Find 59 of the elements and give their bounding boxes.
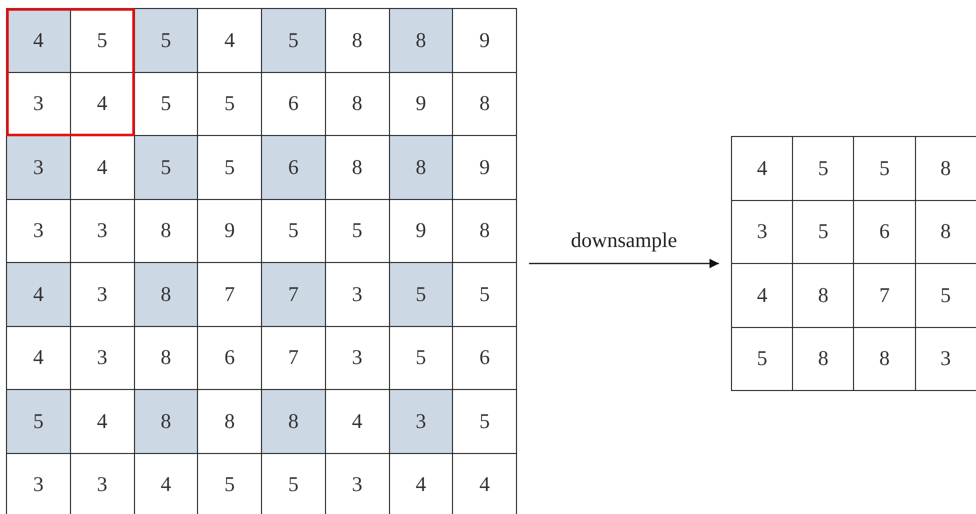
grid-cell: 8 [793, 328, 854, 391]
grid-cell: 5 [134, 136, 198, 200]
grid-cell: 4 [732, 264, 794, 328]
grid-cell: 5 [198, 72, 262, 136]
grid-cell: 7 [262, 263, 326, 326]
grid-cell: 3 [732, 200, 794, 264]
grid-cell: 5 [326, 200, 390, 263]
grid-cell: 5 [854, 137, 916, 200]
grid-cell: 5 [390, 263, 454, 326]
grid-cell: 8 [793, 264, 854, 328]
grid-cell: 3 [70, 454, 134, 514]
number-grid [731, 136, 976, 391]
grid-cell: 6 [198, 326, 262, 390]
grid-cell: 8 [134, 263, 198, 326]
grid-cell: 3 [70, 200, 134, 263]
grid-cell: 3 [390, 390, 454, 454]
grid-cell: 5 [262, 9, 326, 72]
grid-cell: 4 [7, 263, 71, 326]
grid-cell: 3 [7, 454, 71, 514]
grid-cell: 8 [453, 72, 517, 136]
grid-cell: 5 [793, 200, 854, 264]
grid-cell: 8 [453, 200, 517, 263]
grid-cell: 5 [453, 263, 517, 326]
grid-cell: 5 [793, 137, 854, 200]
grid-cell: 9 [453, 9, 517, 72]
grid-cell: 3 [7, 136, 71, 200]
grid-cell: 4 [134, 454, 198, 514]
grid-cell: 4 [7, 9, 71, 72]
grid-cell: 3 [326, 454, 390, 514]
grid-cell: 8 [854, 328, 916, 391]
grid-cell: 8 [390, 136, 454, 200]
grid-cell: 8 [916, 200, 976, 264]
grid-cell: 5 [262, 454, 326, 514]
grid-cell: 5 [916, 264, 976, 328]
grid-cell: 9 [198, 200, 262, 263]
grid-cell: 6 [262, 136, 326, 200]
grid-cell: 5 [732, 328, 794, 391]
grid-cell: 6 [453, 326, 517, 390]
grid-cell: 5 [453, 390, 517, 454]
grid-cell: 8 [326, 72, 390, 136]
grid-cell: 8 [262, 390, 326, 454]
grid-cell: 8 [134, 390, 198, 454]
grid-cell: 4 [390, 454, 454, 514]
grid-cell: 3 [70, 326, 134, 390]
arrow [529, 258, 719, 268]
grid-cell: 5 [198, 454, 262, 514]
grid-cell: 5 [7, 390, 71, 454]
grid-cell: 4 [732, 137, 794, 200]
number-grid [6, 8, 517, 514]
grid-cell: 3 [326, 326, 390, 390]
grid-cell: 3 [916, 328, 976, 391]
grid-cell: 8 [390, 9, 454, 72]
grid-cell: 4 [453, 454, 517, 514]
grid-cell: 8 [916, 137, 976, 200]
grid-cell: 5 [134, 9, 198, 72]
grid-cell: 7 [854, 264, 916, 328]
grid-cell: 4 [70, 72, 134, 136]
grid-cell: 6 [854, 200, 916, 264]
grid-cell: 9 [453, 136, 517, 200]
